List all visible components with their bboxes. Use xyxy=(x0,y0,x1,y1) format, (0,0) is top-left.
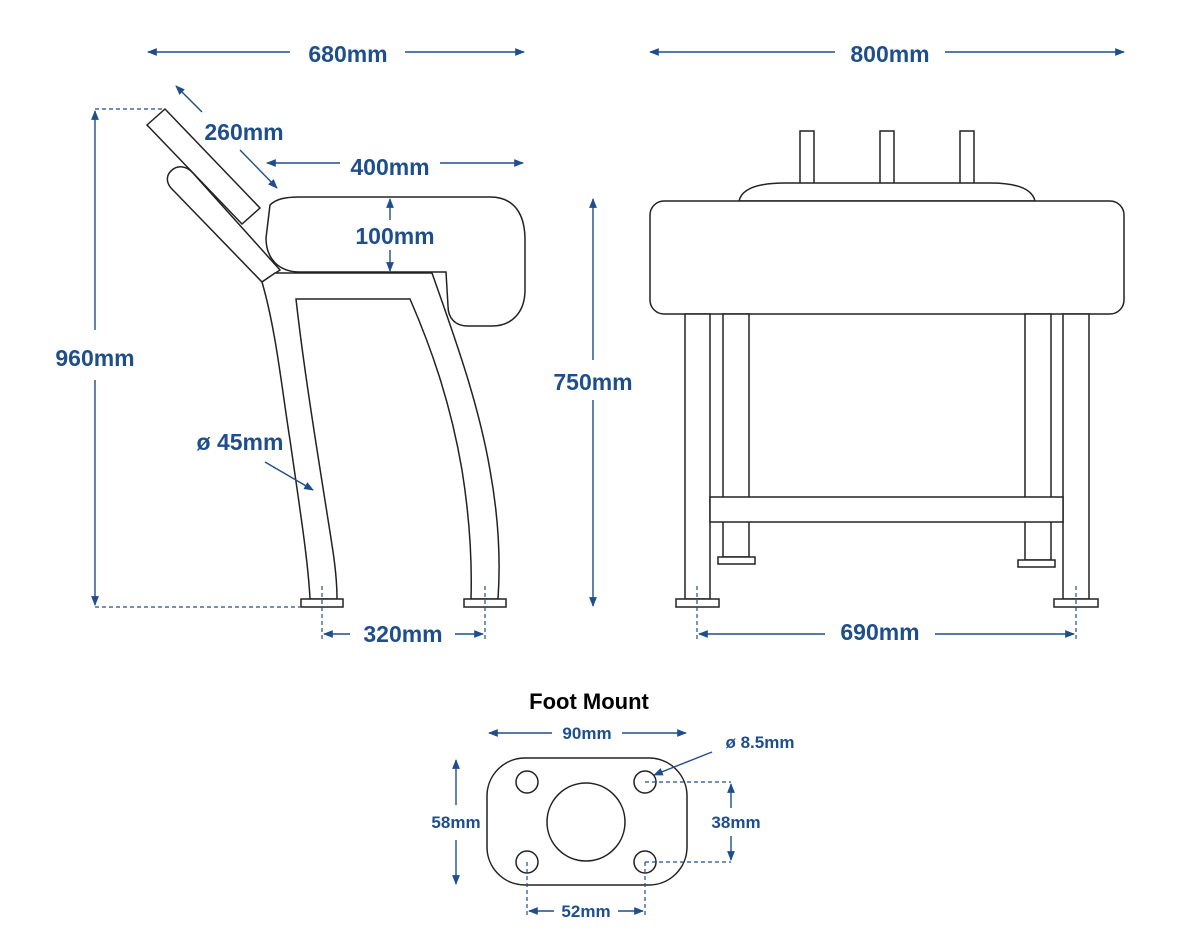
label-100mm: 100mm xyxy=(355,223,434,249)
front-foot-inner-left xyxy=(717,556,756,565)
label-38mm: 38mm xyxy=(711,813,760,832)
front-leg-inner-right xyxy=(1024,313,1052,561)
foot-mount: Foot Mount 90mm ø 8.5mm 58mm 38mm 52mm xyxy=(431,689,794,921)
foot-mount-center-hole xyxy=(546,782,626,862)
post-middle xyxy=(879,130,895,187)
seat-frame xyxy=(261,272,500,600)
label-hole-diameter: ø 8.5mm xyxy=(726,733,795,752)
backrest-pad xyxy=(145,107,262,226)
label-52mm: 52mm xyxy=(561,902,610,921)
post-right xyxy=(959,130,975,187)
seat-cushion xyxy=(265,196,526,327)
label-680mm: 680mm xyxy=(308,41,387,67)
front-seat xyxy=(649,200,1125,315)
leader-hole-diameter xyxy=(653,751,713,776)
label-750mm: 750mm xyxy=(553,369,632,395)
front-view: 800mm 750mm 690mm xyxy=(553,41,1125,645)
label-58mm: 58mm xyxy=(431,813,480,832)
label-960mm: 960mm xyxy=(55,345,134,371)
label-260mm: 260mm xyxy=(204,119,283,145)
dim-line-260a xyxy=(175,85,203,113)
dim-line-260b xyxy=(239,149,278,189)
label-690mm: 690mm xyxy=(840,619,919,645)
side-view: 680mm 260mm 400mm 100mm 960mm ø 45mm 320… xyxy=(55,41,526,647)
front-leg-outer-right xyxy=(1062,313,1090,600)
leader-tube-diameter xyxy=(264,461,314,491)
label-320mm: 320mm xyxy=(363,621,442,647)
front-foot-inner-right xyxy=(1017,559,1056,568)
label-90mm: 90mm xyxy=(562,724,611,743)
post-left xyxy=(799,130,815,187)
foot-mount-title: Foot Mount xyxy=(529,689,649,714)
label-800mm: 800mm xyxy=(850,41,929,67)
front-backrest xyxy=(738,182,1036,202)
front-crossbar xyxy=(709,496,1064,523)
label-tube-diameter: ø 45mm xyxy=(197,429,284,455)
label-400mm: 400mm xyxy=(350,154,429,180)
foot-mount-hole-top-left xyxy=(515,770,539,794)
front-leg-outer-left xyxy=(684,313,711,600)
